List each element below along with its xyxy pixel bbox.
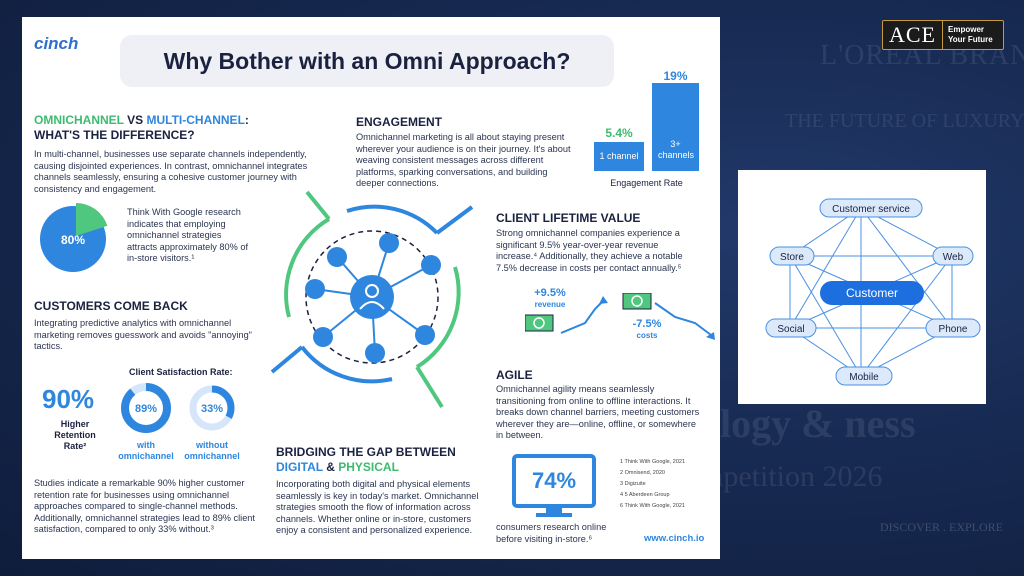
network-svg: Customer service Web Phone Mobile Social…	[765, 198, 981, 386]
retention-label: Higher Retention Rate²	[54, 419, 96, 451]
pie-80-chart: 80%	[40, 203, 108, 272]
hub-arm-3	[415, 365, 444, 409]
engagement-body: Omnichannel marketing is all about stayi…	[356, 132, 571, 189]
satisfaction-title: Client Satisfaction Rate:	[129, 367, 233, 377]
ring-89-chart: 89%	[121, 383, 171, 433]
hub-channel-nodes	[305, 233, 441, 363]
omni-hub-graphic	[270, 190, 474, 409]
bar2-value: 19%	[663, 69, 688, 83]
bridging-heading: BRIDGING THE GAP BETWEEN DIGITAL & PHYSI…	[276, 445, 456, 474]
person-icon-body	[359, 301, 385, 310]
bar1-label: 1 channel	[599, 151, 639, 161]
bridging-body: Incorporating both digital and physical …	[276, 479, 479, 536]
sources-list: 1 Think With Google, 2021 2 Omnisend, 20…	[620, 459, 686, 509]
hub-arc-green-left	[284, 217, 331, 318]
node-phone	[925, 318, 981, 338]
node-phone-label: Phone	[939, 324, 968, 335]
with-omni-text: with omnichannel	[118, 440, 174, 461]
revenue-trend-line	[560, 300, 604, 334]
without-omni-text: without omnichannel	[184, 440, 240, 461]
node-social	[765, 318, 817, 338]
ace-logo-badge: ACE Empower Your Future	[882, 20, 1004, 50]
clv-heading: CLIENT LIFETIME VALUE	[496, 211, 641, 225]
pie-text: Think With Google research indicates tha…	[127, 207, 249, 264]
node-customer-service-label: Customer service	[832, 204, 910, 215]
engagement-bar-1: 1 channel	[594, 142, 644, 171]
ace-logo: ACE	[883, 21, 943, 49]
node-customer-center	[820, 281, 924, 305]
monitor-screen	[512, 454, 596, 508]
bg-text-discover: DISCOVER . EXPLORE	[880, 520, 1004, 534]
costs-trend-line	[654, 302, 712, 336]
ring-89-arc	[121, 383, 171, 433]
clv-graphic	[525, 293, 715, 340]
monitor-icon	[512, 454, 596, 517]
engagement-chart-label: Engagement Rate	[610, 178, 683, 188]
retention-value: 90%	[42, 384, 95, 414]
omni-body: In multi-channel, businesses use separat…	[34, 149, 308, 194]
cinch-logo: cinch	[34, 34, 79, 53]
bg-text-competition: mpetition 2026	[700, 460, 883, 493]
revenue-arrow-icon	[599, 296, 608, 304]
infographic-title: Why Bother with an Omni Approach?	[120, 35, 614, 87]
hub-dashed-ring	[305, 230, 439, 364]
ring-33-chart: 33%	[189, 385, 235, 431]
customer-network-diagram: Customer service Web Phone Mobile Social…	[738, 170, 986, 404]
monitor-value: 74%	[531, 468, 577, 493]
node-web-label: Web	[943, 252, 964, 263]
agile-heading: AGILE	[496, 368, 533, 382]
node-web	[932, 246, 974, 266]
node-customer-service	[819, 198, 923, 218]
bar2-label: 3+ channels	[658, 139, 695, 160]
costs-arrow-icon	[706, 332, 715, 340]
omni-heading: OMNICHANNEL VS MULTI-CHANNEL: WHAT'S THE…	[34, 113, 249, 142]
ring-89-label: 89%	[135, 403, 157, 415]
hub-arc-green-right	[415, 266, 461, 369]
node-mobile-label: Mobile	[849, 372, 879, 383]
ring-33-label: 33%	[201, 403, 223, 415]
node-mobile	[835, 366, 893, 386]
node-store	[769, 246, 815, 266]
money-icon-left	[525, 314, 554, 332]
person-icon-head	[365, 284, 379, 298]
come-back-heading: CUSTOMERS COME BACK	[34, 299, 188, 313]
agile-body: Omnichannel agility means seamlessly tra…	[496, 384, 700, 441]
bg-text-ology: ology & ness	[700, 401, 916, 446]
bg-text-fragrance: THE FUTURE OF LUXURY FRAGRANCE	[785, 110, 1024, 132]
hub-arm-1	[305, 190, 331, 221]
hub-arc-blue-top	[346, 204, 439, 235]
pie-label: 80%	[61, 233, 85, 247]
node-customer-label: Customer	[846, 286, 898, 300]
ace-tagline: Empower Your Future	[948, 25, 993, 44]
bar1-value: 5.4%	[605, 126, 633, 140]
money-icon-right	[622, 293, 652, 310]
engagement-bar-2: 3+ channels	[652, 83, 699, 171]
pie-minor-slice	[76, 203, 108, 236]
cinch-url-link[interactable]: www.cinch.io	[644, 533, 705, 544]
hub-arm-4	[270, 345, 304, 374]
come-back-footer: Studies indicate a remarkable 90% higher…	[34, 478, 255, 535]
costs-stat: -7.5% costs	[632, 318, 662, 341]
clv-body: Strong omnichannel companies experience …	[496, 228, 683, 273]
node-store-label: Store	[780, 252, 804, 263]
engagement-heading: ENGAGEMENT	[356, 115, 443, 129]
hub-arc-blue-bottom	[300, 345, 393, 384]
hub-arm-2	[435, 205, 474, 235]
monitor-text: consumers research online before visitin…	[496, 522, 607, 544]
infographic-card: cinch Why Bother with an Omni Approach? …	[22, 17, 720, 559]
come-back-body: Integrating predictive analytics with om…	[34, 318, 252, 352]
node-social-label: Social	[777, 324, 804, 335]
ring-33-arc	[189, 385, 235, 431]
revenue-stat: +9.5% revenue	[534, 287, 566, 310]
